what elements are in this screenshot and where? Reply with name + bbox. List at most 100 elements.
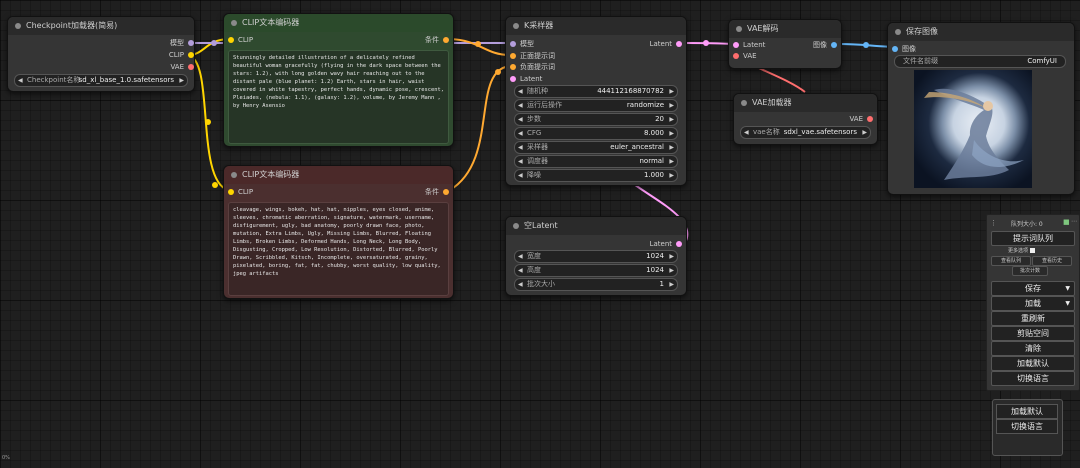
arrow-right-icon[interactable]: ▶ bbox=[862, 129, 867, 136]
input-negative[interactable]: 负面提示词 bbox=[510, 62, 555, 72]
node-title[interactable]: VAE解码 bbox=[729, 20, 841, 38]
floating-load-default-button[interactable]: 加载默认 bbox=[996, 404, 1058, 419]
arrow-left-icon[interactable]: ◀ bbox=[518, 253, 523, 260]
view-queue-button[interactable]: 查看队列 bbox=[991, 256, 1031, 266]
node-title[interactable]: VAE加载器 bbox=[734, 94, 877, 112]
prompt-textarea[interactable]: Stunningly detailed illustration of a de… bbox=[228, 50, 449, 144]
socket-icon[interactable] bbox=[676, 241, 682, 247]
dropdown-arrow-icon[interactable]: ▼ bbox=[1065, 285, 1070, 292]
close-icon[interactable]: ⋯ bbox=[1071, 218, 1077, 225]
node-title[interactable]: K采样器 bbox=[506, 17, 686, 35]
collapse-dot-icon[interactable] bbox=[741, 100, 747, 106]
clear-button[interactable]: 清除 bbox=[991, 341, 1075, 356]
arrow-left-icon[interactable]: ◀ bbox=[518, 172, 523, 179]
prompt-textarea[interactable]: cleavage, wings, bokeh, hat, hat, nipple… bbox=[228, 202, 449, 296]
clipspace-button[interactable]: 剪贴空间 bbox=[991, 326, 1075, 341]
extra-options-toggle[interactable]: 更多选项 bbox=[1008, 247, 1035, 254]
output-conditioning[interactable]: 条件 bbox=[425, 35, 449, 45]
socket-icon[interactable] bbox=[676, 41, 682, 47]
output-latent[interactable]: Latent bbox=[650, 39, 682, 49]
checkpoint-loader-node[interactable]: Checkpoint加载器(简易) 模型 CLIP VAE ◀ Checkpoi… bbox=[7, 16, 195, 92]
output-vae[interactable]: VAE bbox=[849, 114, 873, 124]
socket-icon[interactable] bbox=[867, 116, 873, 122]
collapse-dot-icon[interactable] bbox=[513, 223, 519, 229]
node-title[interactable]: 空Latent bbox=[506, 217, 686, 235]
settings-gear-icon[interactable]: ■ bbox=[1063, 218, 1070, 226]
arrow-right-icon[interactable]: ▶ bbox=[669, 116, 674, 123]
input-model[interactable]: 模型 bbox=[510, 39, 534, 49]
output-conditioning[interactable]: 条件 bbox=[425, 187, 449, 197]
load-button[interactable]: 加载▼ bbox=[991, 296, 1075, 311]
socket-icon[interactable] bbox=[510, 64, 516, 70]
clip-text-encode-negative-node[interactable]: CLIP文本编码器 CLIP 条件 cleavage, wings, bokeh… bbox=[223, 165, 454, 299]
arrow-left-icon[interactable]: ◀ bbox=[18, 77, 23, 84]
save-button[interactable]: 保存▼ bbox=[991, 281, 1075, 296]
socket-icon[interactable] bbox=[510, 41, 516, 47]
arrow-right-icon[interactable]: ▶ bbox=[669, 253, 674, 260]
socket-icon[interactable] bbox=[733, 53, 739, 59]
socket-icon[interactable] bbox=[443, 189, 449, 195]
socket-icon[interactable] bbox=[228, 189, 234, 195]
socket-icon[interactable] bbox=[510, 53, 516, 59]
arrow-right-icon[interactable]: ▶ bbox=[669, 172, 674, 179]
socket-icon[interactable] bbox=[228, 37, 234, 43]
arrow-left-icon[interactable]: ◀ bbox=[518, 281, 523, 288]
socket-icon[interactable] bbox=[188, 52, 194, 58]
refresh-button[interactable]: 重刷新 bbox=[991, 311, 1075, 326]
arrow-left-icon[interactable]: ◀ bbox=[518, 102, 523, 109]
view-history-button[interactable]: 查看历史 bbox=[1032, 256, 1072, 266]
arrow-right-icon[interactable]: ▶ bbox=[669, 267, 674, 274]
socket-icon[interactable] bbox=[733, 42, 739, 48]
arrow-right-icon[interactable]: ▶ bbox=[669, 88, 674, 95]
arrow-right-icon[interactable]: ▶ bbox=[669, 158, 674, 165]
input-latent[interactable]: Latent bbox=[510, 74, 542, 84]
batch-count-button[interactable]: 批次计数 bbox=[1012, 266, 1048, 276]
arrow-left-icon[interactable]: ◀ bbox=[518, 144, 523, 151]
arrow-right-icon[interactable]: ▶ bbox=[669, 102, 674, 109]
load-default-button[interactable]: 加载默认 bbox=[991, 356, 1075, 371]
socket-icon[interactable] bbox=[831, 42, 837, 48]
output-latent[interactable]: Latent bbox=[650, 239, 682, 249]
arrow-left-icon[interactable]: ◀ bbox=[518, 158, 523, 165]
arrow-left-icon[interactable]: ◀ bbox=[518, 130, 523, 137]
arrow-right-icon[interactable]: ▶ bbox=[669, 130, 674, 137]
input-positive[interactable]: 正面提示词 bbox=[510, 51, 555, 61]
arrow-right-icon[interactable]: ▶ bbox=[669, 144, 674, 151]
collapse-dot-icon[interactable] bbox=[895, 29, 901, 35]
floating-switch-language-button[interactable]: 切换语言 bbox=[996, 419, 1058, 434]
input-clip[interactable]: CLIP bbox=[228, 187, 253, 197]
collapse-dot-icon[interactable] bbox=[15, 23, 21, 29]
collapse-dot-icon[interactable] bbox=[231, 20, 237, 26]
output-image[interactable]: 图像 bbox=[813, 40, 837, 50]
output-vae[interactable]: VAE bbox=[170, 62, 194, 72]
output-clip[interactable]: CLIP bbox=[169, 50, 194, 60]
checkbox-icon[interactable] bbox=[1029, 248, 1035, 253]
socket-icon[interactable] bbox=[892, 46, 898, 52]
socket-icon[interactable] bbox=[188, 40, 194, 46]
node-title[interactable]: CLIP文本编码器 bbox=[224, 166, 453, 184]
queue-prompt-button[interactable]: 提示词队列 bbox=[991, 231, 1075, 246]
node-title[interactable]: 保存图像 bbox=[888, 23, 1074, 41]
arrow-left-icon[interactable]: ◀ bbox=[744, 129, 749, 136]
collapse-dot-icon[interactable] bbox=[736, 26, 742, 32]
dropdown-arrow-icon[interactable]: ▼ bbox=[1065, 300, 1070, 307]
node-title[interactable]: Checkpoint加载器(简易) bbox=[8, 17, 194, 35]
ckpt-name-combo[interactable]: ◀ Checkpoint名称 sd_xl_base_1.0.safetensor… bbox=[14, 74, 188, 87]
arrow-left-icon[interactable]: ◀ bbox=[518, 88, 523, 95]
socket-icon[interactable] bbox=[510, 76, 516, 82]
arrow-right-icon[interactable]: ▶ bbox=[669, 281, 674, 288]
drag-handle-icon[interactable]: ⋮ bbox=[990, 219, 997, 227]
clip-text-encode-positive-node[interactable]: CLIP文本编码器 CLIP 条件 Stunningly detailed il… bbox=[223, 13, 454, 147]
collapse-dot-icon[interactable] bbox=[513, 23, 519, 29]
